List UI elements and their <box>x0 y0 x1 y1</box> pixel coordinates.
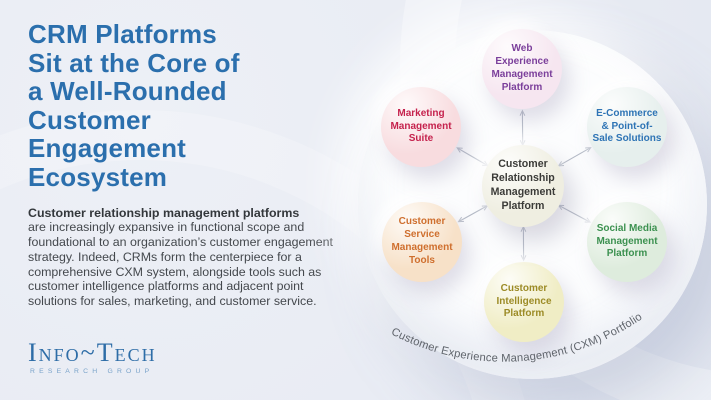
svg-text:Customer Experience Management: Customer Experience Management (CXM) Por… <box>389 311 644 365</box>
body-text: Customer relationship management platfor… <box>28 206 346 309</box>
page-title: CRM Platforms Sit at the Core of a Well-… <box>28 19 240 192</box>
text-column: CRM Platforms Sit at the Core of a Well-… <box>28 20 350 309</box>
logo-wordmark: Info~Tech <box>28 338 157 367</box>
node-web-experience-management-platform: Web Experience Management Platform <box>482 29 562 109</box>
node-crm-platform-hub: Customer Relationship Management Platfor… <box>482 145 564 227</box>
connector-arrow <box>557 204 592 223</box>
body-rest: are increasingly expansive in functional… <box>28 220 333 309</box>
node-customer-service-management-tools: Customer Service Management Tools <box>382 202 462 282</box>
connector-arrow <box>457 205 489 223</box>
node-customer-intelligence-platform: Customer Intelligence Platform <box>484 262 564 342</box>
connector-arrow <box>557 146 592 167</box>
node-ecommerce-point-of-sale-solutions: E-Commerce & Point-of- Sale Solutions <box>587 87 667 167</box>
connector-arrows <box>456 109 592 262</box>
connector-arrow <box>456 147 489 167</box>
logo-subtitle: RESEARCH GROUP <box>30 368 154 375</box>
cxm-caption-arc: Customer Experience Management (CXM) Por… <box>389 311 644 365</box>
node-social-media-management-platform: Social Media Management Platform <box>587 202 667 282</box>
cxm-caption: Customer Experience Management (CXM) Por… <box>389 311 644 365</box>
cxm-ecosystem-diagram: Web Experience Management Platform E-Com… <box>355 0 711 400</box>
infotech-logo: Info~Tech RESEARCH GROUP <box>28 338 157 376</box>
body-lead: Customer relationship management platfor… <box>28 205 300 220</box>
node-marketing-management-suite: Marketing Management Suite <box>381 87 461 167</box>
